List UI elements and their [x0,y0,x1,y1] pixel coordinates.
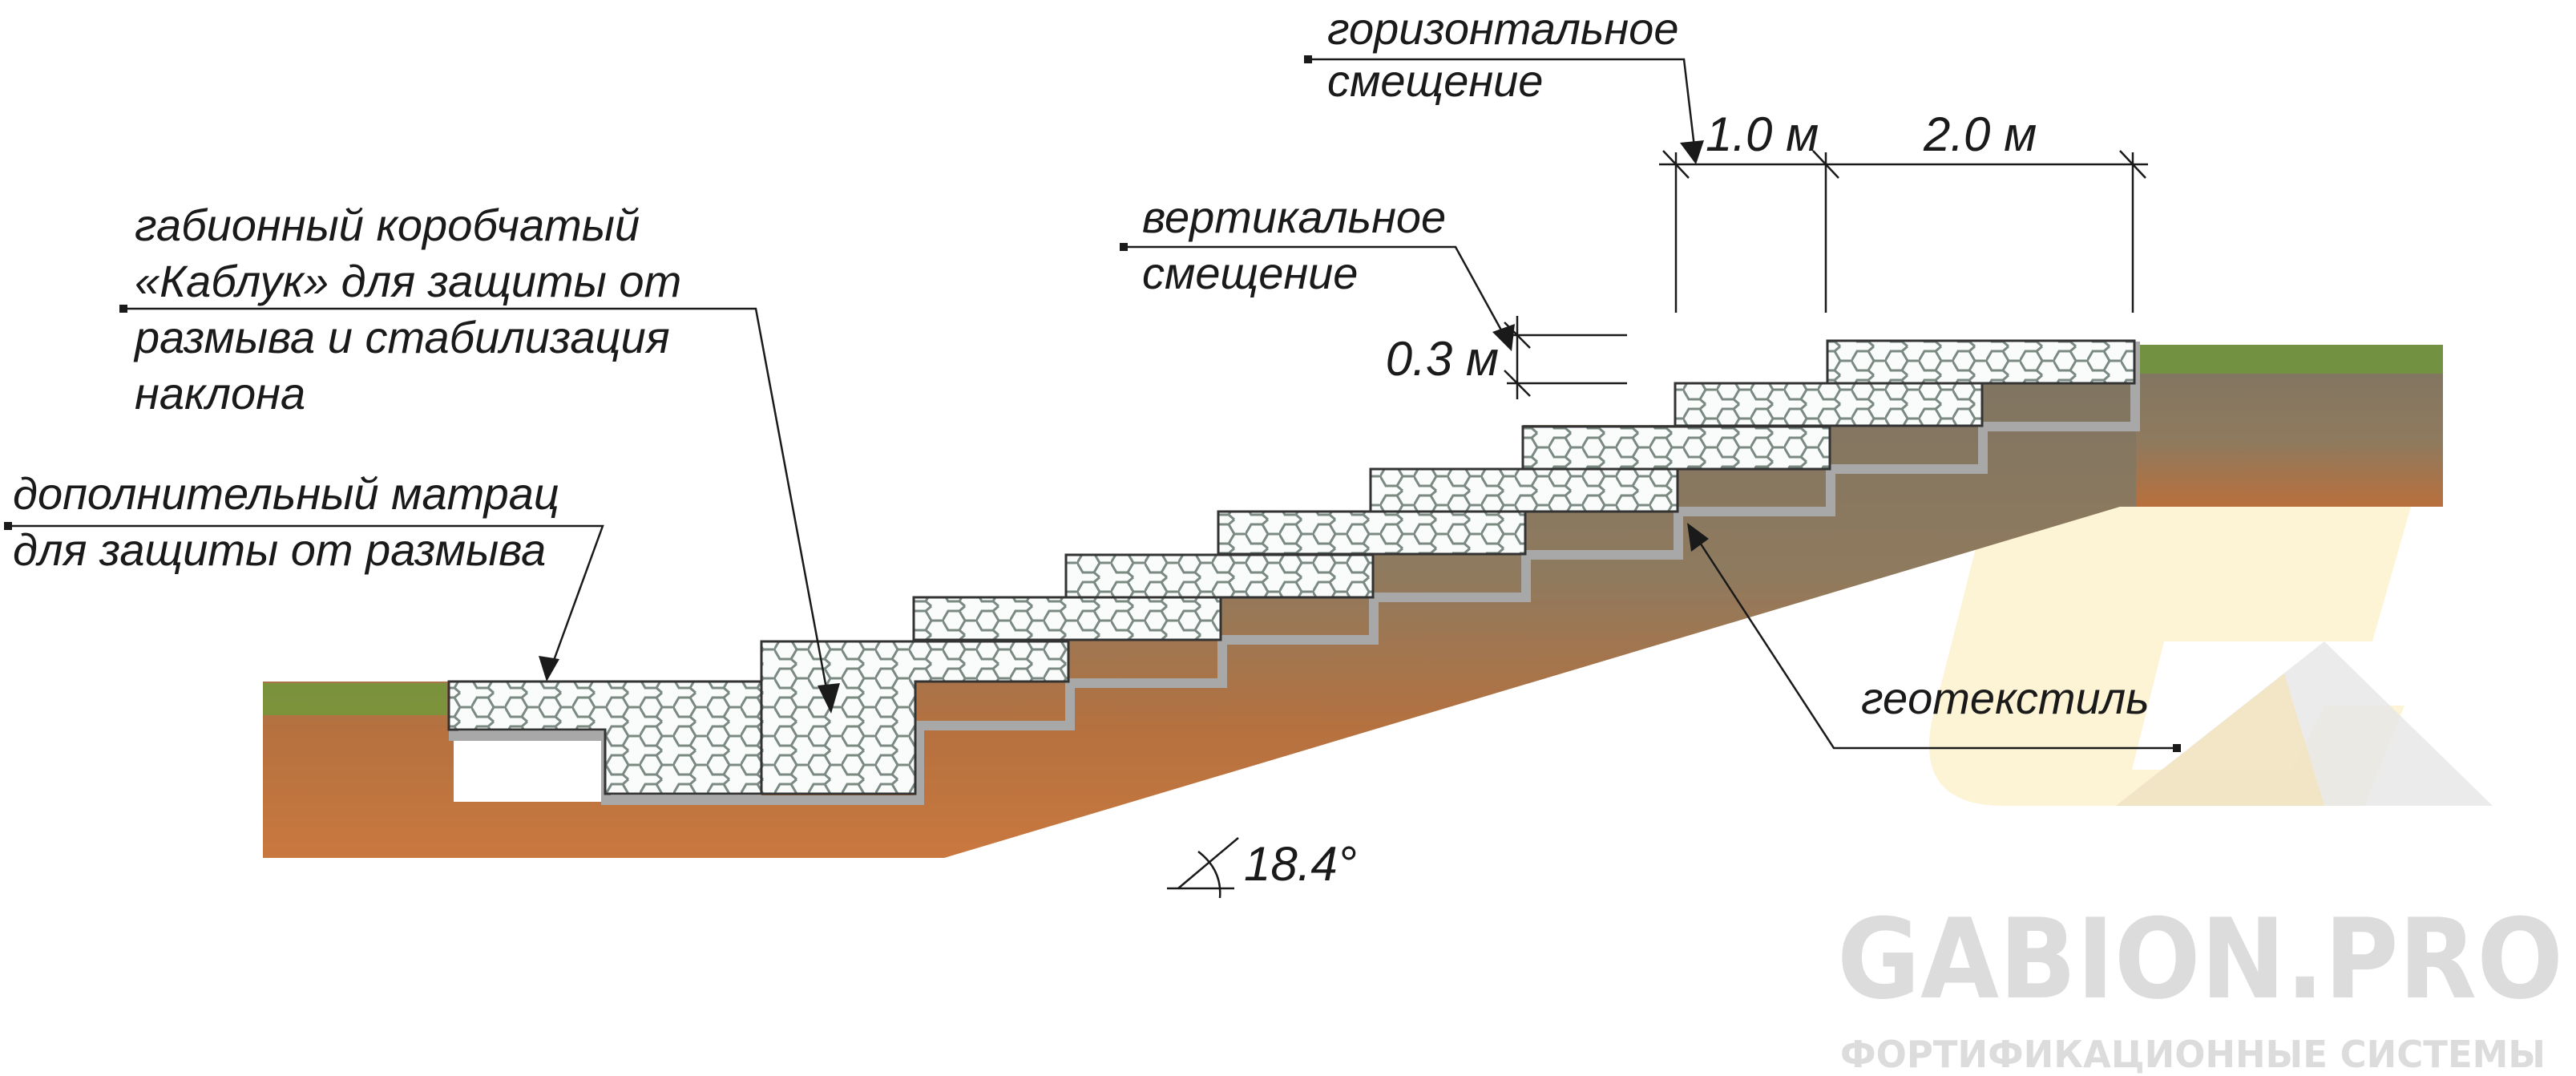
watermark-brand: GABION.PRO [1837,895,2563,1024]
brand-logo-watermark [1928,501,2493,806]
dimension-1m: 1.0 м [1706,107,1819,161]
dimension-0-3m: 0.3 м [1386,332,1499,386]
label-horizontal-offset-2: смещение [1327,55,1543,106]
leader-heel-gabion [119,305,840,714]
geotextile-layer [449,342,2140,805]
label-mattress-2: для защиты от размыва [13,524,546,575]
gabion-box-2 [912,596,1222,641]
label-horizontal-offset-1: горизонтальное [1327,3,1678,54]
gabion-box-5 [1369,467,1679,513]
vertical-dimension [1504,316,1627,399]
label-vertical-offset-1: вертикальное [1142,192,1446,242]
dimension-2m: 2.0 м [1923,107,2037,161]
label-mattress-1: дополнительный матрац [13,468,559,519]
label-heel-gabion-2: «Каблук» для защиты от [135,256,681,306]
horizontal-dimension [1659,150,2148,313]
gabion-box-7 [1674,382,1984,427]
gabion-box-6 [1521,425,1831,471]
gabion-box-4 [1217,510,1527,556]
leader-horizontal-offset [1304,55,1704,164]
grass-left [263,683,447,715]
gabion-box-8 [1826,339,2136,385]
label-heel-gabion-1: габионный коробчатый [135,200,640,250]
label-heel-gabion-4: наклона [135,368,305,419]
gabion-structure [447,339,2136,795]
watermark-tagline: ФОРТИФИКАЦИОННЫЕ СИСТЕМЫ [1840,1033,2546,1076]
leader-mattress [4,522,604,682]
gabion-box-3 [1064,553,1375,599]
slope-angle-label: 18.4° [1244,837,1357,891]
label-vertical-offset-2: смещение [1142,248,1358,298]
heel-gabion [760,640,1070,795]
slope-angle-marker [1167,837,1239,899]
label-geotextile: геотекстиль [1861,673,2150,723]
label-heel-gabion-3: размыва и стабилизация [133,312,670,362]
leader-geotextile [1687,523,2181,752]
leader-vertical-offset [1120,243,1515,351]
grass-right [2136,345,2443,374]
